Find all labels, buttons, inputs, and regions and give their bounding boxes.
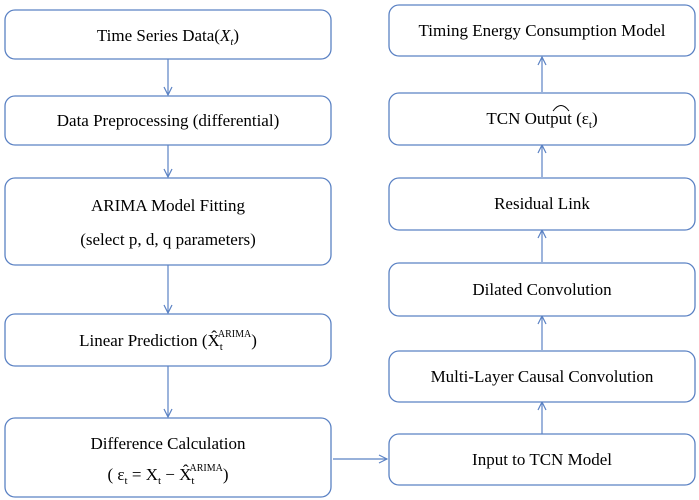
svg-text:Dilated Convolution: Dilated Convolution (472, 280, 612, 299)
svg-text:Multi-Layer Causal Convolution: Multi-Layer Causal Convolution (431, 367, 654, 386)
svg-text:Input to TCN Model: Input to TCN Model (472, 450, 612, 469)
node-input-to-tcn-model: Input to TCN Model (388, 433, 696, 486)
svg-text:Data Preprocessing (differenti: Data Preprocessing (differential) (57, 111, 280, 130)
hat-accent (552, 105, 570, 112)
node-linear-prediction: Linear Prediction (X̂tARIMA) (4, 313, 332, 367)
node-dilated-convolution: Dilated Convolution (388, 262, 696, 317)
node-timing-energy-consumption-model: Timing Energy Consumption Model (388, 4, 696, 57)
svg-text:Timing Energy Consumption Mode: Timing Energy Consumption Model (419, 21, 666, 40)
svg-text:Linear Prediction (X̂tARIMA): Linear Prediction (X̂tARIMA) (79, 329, 257, 353)
svg-text:Residual Link: Residual Link (494, 194, 590, 213)
svg-text:(select p, d, q parameters): (select p, d, q parameters) (80, 230, 256, 249)
node-tcn-output: TCN Output (εt) (388, 92, 696, 146)
svg-text:( εt = Xt − X̂tARIMA): ( εt = Xt − X̂tARIMA) (107, 463, 228, 487)
node-time-series-data: Time Series Data(Xt) (4, 9, 332, 60)
node-residual-link: Residual Link (388, 177, 696, 231)
svg-text:ARIMA Model Fitting: ARIMA Model Fitting (91, 196, 245, 215)
node-data-preprocessing: Data Preprocessing (differential) (4, 95, 332, 146)
node-difference-calculation: Difference Calculation ( εt = Xt − X̂tAR… (4, 417, 332, 498)
svg-text:Difference Calculation: Difference Calculation (91, 434, 246, 453)
svg-text:Time Series Data(Xt): Time Series Data(Xt) (97, 26, 239, 48)
node-arima-model-fitting: ARIMA Model Fitting (select p, d, q para… (4, 177, 332, 266)
svg-text:TCN Output (εt): TCN Output (εt) (486, 109, 597, 131)
node-multi-layer-causal-convolution: Multi-Layer Causal Convolution (388, 350, 696, 403)
